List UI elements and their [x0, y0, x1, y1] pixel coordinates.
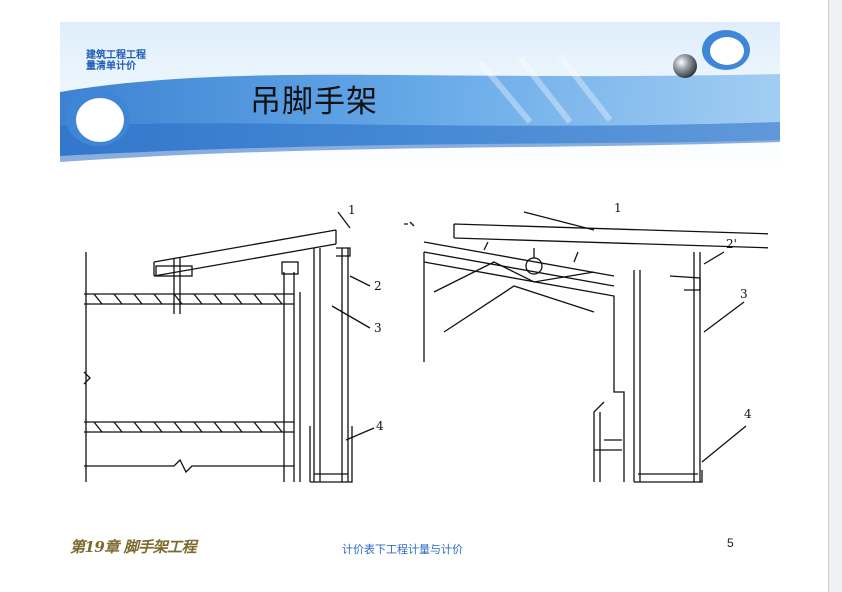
scaffold-drawing: 1 2 3 4 1 2' 3 4	[83, 201, 768, 483]
page-number: 5	[727, 536, 734, 550]
right-label-4: 4	[744, 407, 752, 421]
left-label-2: 2	[374, 279, 382, 293]
header-banner: 建筑工程工程 量清单计价 吊脚手架	[60, 22, 780, 172]
slide-title: 吊脚手架	[250, 84, 378, 120]
scrollbar-rail[interactable]	[828, 0, 842, 592]
left-drawing	[83, 211, 375, 483]
right-label-2: 2'	[726, 237, 737, 251]
left-label-4: 4	[376, 419, 384, 433]
right-label-3: 3	[740, 287, 748, 301]
footer-caption: 计价表下工程计量与计价	[342, 543, 463, 556]
chapter-logo-text: 第19章 脚手架工程	[70, 538, 197, 556]
sphere-icon	[673, 54, 697, 78]
brand-line1: 建筑工程工程	[86, 50, 146, 61]
brand-text: 建筑工程工程 量清单计价	[86, 50, 146, 72]
right-drawing	[404, 211, 768, 483]
right-label-1: 1	[614, 201, 622, 215]
left-label-3: 3	[374, 321, 382, 335]
chapter-logo: 第19章 脚手架工程	[70, 536, 197, 557]
brand-line2: 量清单计价	[86, 61, 136, 72]
left-label-1: 1	[348, 203, 356, 217]
slide: 建筑工程工程 量清单计价 吊脚手架 1 2 3 4	[60, 22, 780, 562]
banner-graphic	[60, 22, 780, 172]
